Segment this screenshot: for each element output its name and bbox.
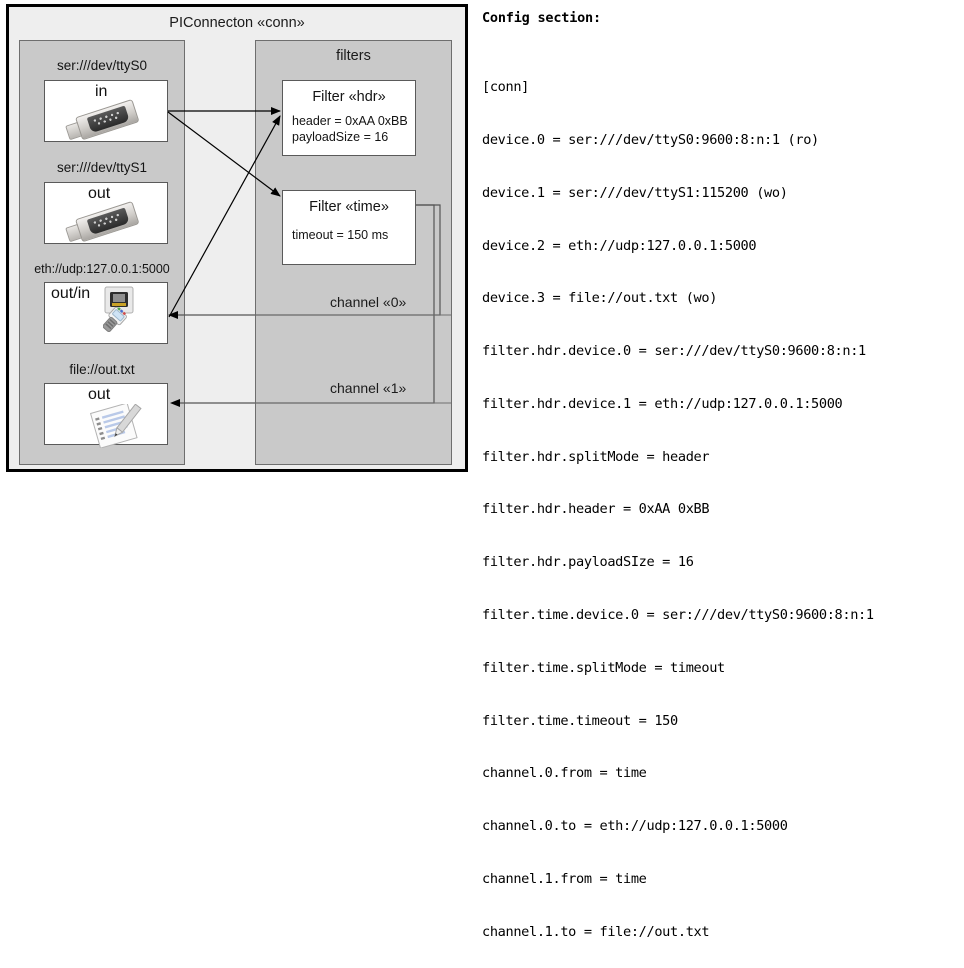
- device-box-ttys1[interactable]: out: [44, 182, 168, 244]
- config-line: channel.0.from = time: [482, 765, 647, 782]
- config-line: filter.hdr.header = 0xAA 0xBB: [482, 501, 710, 518]
- config-line: filter.time.device.0 = ser:///dev/ttyS0:…: [482, 607, 874, 623]
- device-label-file: file://out.txt: [69, 362, 135, 377]
- config-text[interactable]: [conn] device.0 = ser:///dev/ttyS0:9600:…: [482, 44, 874, 968]
- device-label-ttys0: ser:///dev/ttyS0: [56, 58, 148, 73]
- device-io-ttys0: in: [95, 83, 108, 100]
- config-line: filter.time.splitMode = timeout: [482, 659, 725, 676]
- component-title: PIConnecton «conn»: [169, 15, 305, 31]
- config-line: device.0 = ser:///dev/ttyS0:9600:8:n:1 (…: [482, 131, 819, 148]
- filters-panel-title: filters: [336, 48, 371, 64]
- channel-label-1: channel «1»: [330, 380, 407, 396]
- diagram-page: PIConnecton «conn» ser:///dev/ttyS0 in s…: [6, 4, 960, 940]
- serial-port-icon: [65, 98, 140, 141]
- config-heading: Config section:: [482, 10, 601, 26]
- config-line: device.3 = file://out.txt (wo): [482, 290, 718, 307]
- filter-prop-header: header = 0xAA 0xBB: [292, 114, 408, 128]
- config-line: filter.hdr.payloadSIze = 16: [482, 554, 694, 571]
- document-pen-icon: [89, 404, 142, 448]
- filter-box-time[interactable]: Filter «time» timeout = 150 ms: [282, 190, 416, 265]
- device-box-eth[interactable]: out/in: [44, 282, 168, 344]
- filter-prop-timeout: timeout = 150 ms: [292, 228, 389, 242]
- config-section: Config section: [conn] device.0 = ser://…: [482, 6, 960, 940]
- config-line: device.2 = eth://udp:127.0.0.1:5000: [482, 237, 757, 254]
- config-line: channel.1.to = file://out.txt: [482, 923, 710, 940]
- filter-box-hdr[interactable]: Filter «hdr» header = 0xAA 0xBB payloadS…: [282, 80, 416, 156]
- config-line: filter.time.timeout = 150: [482, 712, 678, 729]
- ethernet-jack-icon: [103, 286, 134, 333]
- config-line: channel.0.to = eth://udp:127.0.0.1:5000: [482, 818, 788, 835]
- device-io-file: out: [88, 386, 111, 403]
- filter-title-hdr: Filter «hdr»: [312, 89, 386, 105]
- device-label-eth: eth://udp:127.0.0.1:5000: [34, 262, 170, 276]
- serial-port-icon: [65, 200, 140, 243]
- device-io-ttys1: out: [88, 185, 111, 202]
- config-line: filter.hdr.device.1 = eth://udp:127.0.0.…: [482, 395, 843, 412]
- config-line: [conn]: [482, 79, 530, 96]
- filter-title-time: Filter «time»: [309, 199, 389, 215]
- device-box-ttys0[interactable]: in: [44, 80, 168, 142]
- config-line: filter.hdr.device.0 = ser:///dev/ttyS0:9…: [482, 343, 866, 360]
- device-box-file[interactable]: out: [44, 383, 168, 448]
- config-line: device.1 = ser:///dev/ttyS1:115200 (wo): [482, 184, 788, 201]
- device-io-eth: out/in: [51, 285, 91, 302]
- config-line: filter.hdr.splitMode = header: [482, 448, 710, 465]
- device-label-ttys1: ser:///dev/ttyS1: [56, 160, 148, 175]
- channel-label-0: channel «0»: [330, 294, 407, 310]
- config-line: channel.1.from = time: [482, 870, 647, 887]
- filter-prop-payload-size: payloadSize = 16: [292, 130, 389, 144]
